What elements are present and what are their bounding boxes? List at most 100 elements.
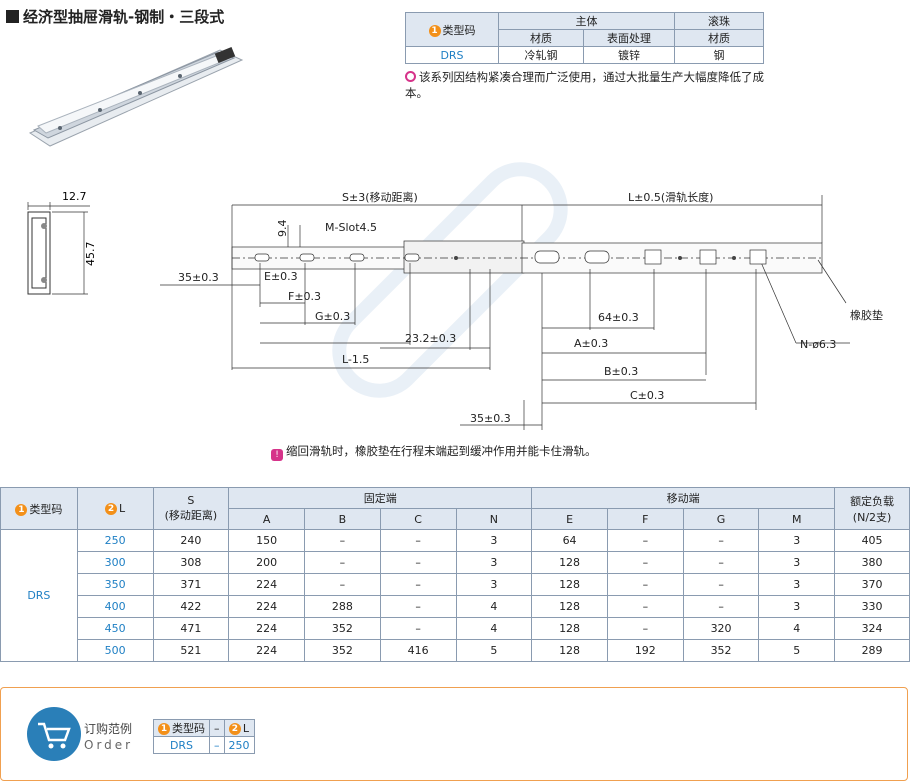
- table-cell: –: [379, 595, 457, 618]
- dim-9-4: 9.4: [276, 220, 289, 238]
- warning-icon: !: [271, 449, 283, 461]
- table-cell: 224: [228, 573, 305, 596]
- spec-sub: A: [228, 508, 305, 530]
- num1-icon: 1: [428, 24, 441, 37]
- table-cell: 371: [152, 573, 230, 596]
- note-top: 该系列因结构紧凑合理而广泛使用，通过大批量生产大幅度降低了成本。: [405, 70, 764, 100]
- mat-sub-surface: 表面处理: [583, 29, 675, 47]
- table-cell: 224: [228, 617, 305, 640]
- table-cell: 422: [152, 595, 230, 618]
- table-cell: 405: [834, 529, 910, 552]
- table-cell: 128: [531, 595, 608, 618]
- num1-icon: 1: [15, 503, 28, 516]
- spec-sub: C: [379, 508, 457, 530]
- spec-sub: M: [758, 508, 836, 530]
- spec-sub: F: [606, 508, 684, 530]
- spec-h-load: 额定负载(N/2支): [834, 487, 910, 530]
- page-title: 经济型抽屉滑轨-钢制・三段式: [6, 6, 224, 27]
- table-cell: 128: [531, 573, 608, 596]
- product-image: [28, 46, 244, 147]
- dim-23-2: 23.2±0.3: [405, 332, 456, 345]
- table-cell: –: [606, 617, 684, 640]
- table-cell: 289: [834, 639, 910, 662]
- mat-group-main: 主体: [498, 12, 675, 30]
- table-cell: 450: [76, 617, 154, 640]
- spec-sub: E: [531, 508, 608, 530]
- spec-h-moving: 移动端: [531, 487, 836, 509]
- table-cell: 380: [834, 551, 910, 574]
- table-cell: –: [682, 551, 760, 574]
- label-hole: N-ø6.3: [800, 338, 836, 351]
- table-cell: 4: [758, 617, 836, 640]
- spec-sub: N: [455, 508, 533, 530]
- table-cell: –: [379, 617, 457, 640]
- table-cell: –: [606, 573, 684, 596]
- num1-icon: 1: [158, 723, 170, 735]
- table-cell: 5: [455, 639, 533, 662]
- table-cell: 288: [304, 595, 381, 618]
- table-cell: –: [682, 529, 760, 552]
- table-cell: –: [379, 529, 457, 552]
- table-cell: 3: [455, 551, 533, 574]
- table-cell: 3: [758, 573, 836, 596]
- dim-F: F±0.3: [288, 290, 321, 303]
- table-cell: 352: [682, 639, 760, 662]
- title-square-icon: [6, 10, 19, 23]
- dim-L-1-5: L-1.5: [342, 353, 369, 366]
- table-cell: 3: [455, 573, 533, 596]
- dim-G: G±0.3: [315, 310, 350, 323]
- table-cell: –: [606, 529, 684, 552]
- table-cell: 300: [76, 551, 154, 574]
- side-profile-drawing: 12.7 45.7: [27, 190, 97, 295]
- dim-B: B±0.3: [604, 365, 638, 378]
- table-cell: 224: [228, 595, 305, 618]
- dim-64: 64±0.3: [598, 311, 639, 324]
- label-rubber: 橡胶垫: [850, 308, 883, 322]
- table-cell: 352: [304, 639, 381, 662]
- table-cell: –: [379, 551, 457, 574]
- table-cell: 240: [152, 529, 230, 552]
- table-cell: 200: [228, 551, 305, 574]
- table-cell: –: [304, 529, 381, 552]
- order-L: 250: [223, 736, 255, 754]
- spec-h-fixed: 固定端: [228, 487, 533, 509]
- mat-group-ball: 滚珠: [674, 12, 764, 30]
- table-cell: 350: [76, 573, 154, 596]
- dim-slot: M-Slot4.5: [325, 221, 377, 234]
- mat-code: DRS: [405, 46, 499, 64]
- rail-drawing: S±3(移动距离) L±0.5(滑轨长度) 9.4 M-Slot4.5 35±0…: [160, 190, 883, 430]
- table-cell: 500: [76, 639, 154, 662]
- table-cell: 192: [606, 639, 684, 662]
- table-cell: 370: [834, 573, 910, 596]
- mat-ball: 钢: [674, 46, 764, 64]
- table-cell: –: [304, 573, 381, 596]
- mat-sub-ball: 材质: [674, 29, 764, 47]
- table-cell: –: [682, 595, 760, 618]
- width-dim: 12.7: [62, 190, 87, 203]
- spec-sub: B: [304, 508, 381, 530]
- order-code: DRS: [153, 736, 210, 754]
- table-cell: –: [606, 551, 684, 574]
- order-label: 订购范例: [84, 722, 133, 736]
- table-cell: 330: [834, 595, 910, 618]
- dim-C: C±0.3: [630, 389, 664, 402]
- table-cell: 250: [76, 529, 154, 552]
- mat-sub-material: 材质: [498, 29, 584, 47]
- dim-35-top: 35±0.3: [178, 271, 219, 284]
- table-cell: 521: [152, 639, 230, 662]
- table-cell: 128: [531, 551, 608, 574]
- dim-A: A±0.3: [574, 337, 608, 350]
- table-cell: 3: [758, 529, 836, 552]
- table-cell: 150: [228, 529, 305, 552]
- table-cell: 416: [379, 639, 457, 662]
- dim-stroke: S±3(移动距离): [342, 190, 418, 204]
- note-bottom: !缩回滑轨时，橡胶垫在行程末端起到缓冲作用并能卡住滑轨。: [271, 443, 597, 461]
